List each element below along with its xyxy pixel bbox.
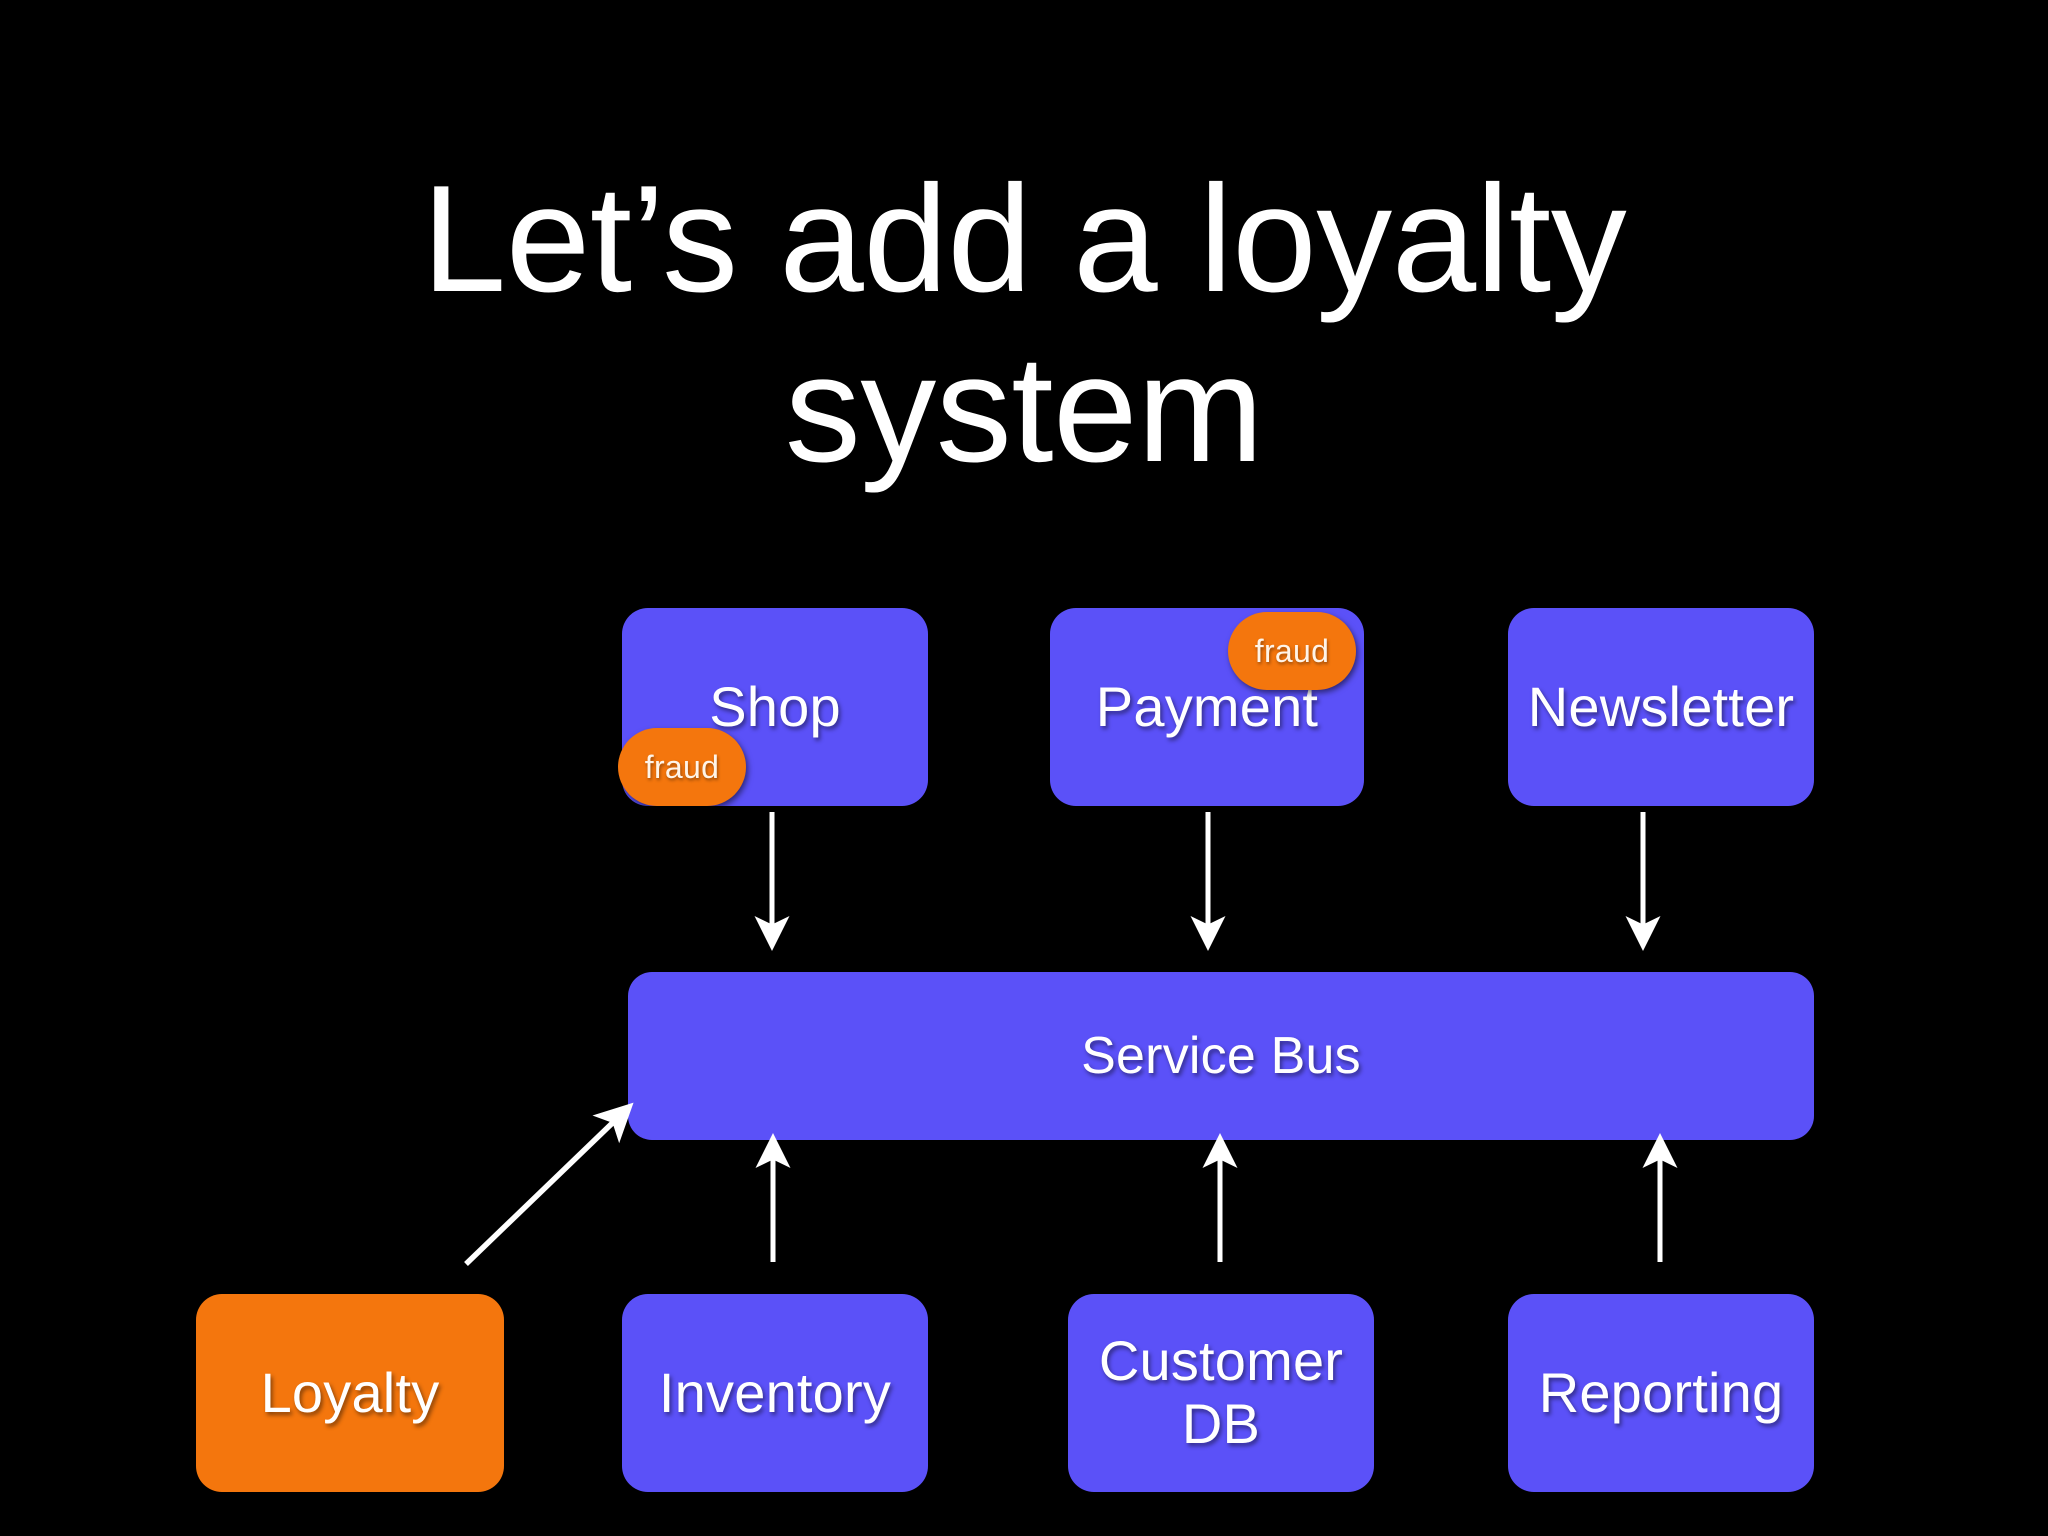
node-shop-label: Shop: [709, 674, 841, 738]
node-customer-db[interactable]: Customer DB: [1068, 1294, 1374, 1492]
node-customer-db-label: Customer DB: [1098, 1329, 1344, 1455]
node-inventory-label: Inventory: [658, 1360, 892, 1424]
badge-fraud-payment-label: fraud: [1254, 632, 1330, 669]
arrow-loyalty-to-bus: [464, 1102, 634, 1266]
badge-fraud-shop-label: fraud: [644, 748, 720, 785]
node-newsletter-label: Newsletter: [1527, 674, 1795, 738]
node-service-bus[interactable]: Service Bus: [628, 972, 1814, 1140]
badge-fraud-payment[interactable]: fraud: [1228, 612, 1356, 690]
node-service-bus-label: Service Bus: [1081, 1026, 1361, 1085]
node-loyalty-label: Loyalty: [260, 1360, 440, 1424]
node-newsletter[interactable]: Newsletter: [1508, 608, 1814, 806]
node-reporting[interactable]: Reporting: [1508, 1294, 1814, 1492]
node-inventory[interactable]: Inventory: [622, 1294, 928, 1492]
page-title: Let’s add a loyalty system: [421, 153, 1627, 495]
node-loyalty[interactable]: Loyalty: [196, 1294, 504, 1492]
node-reporting-label: Reporting: [1538, 1360, 1784, 1424]
badge-fraud-shop[interactable]: fraud: [618, 728, 746, 806]
